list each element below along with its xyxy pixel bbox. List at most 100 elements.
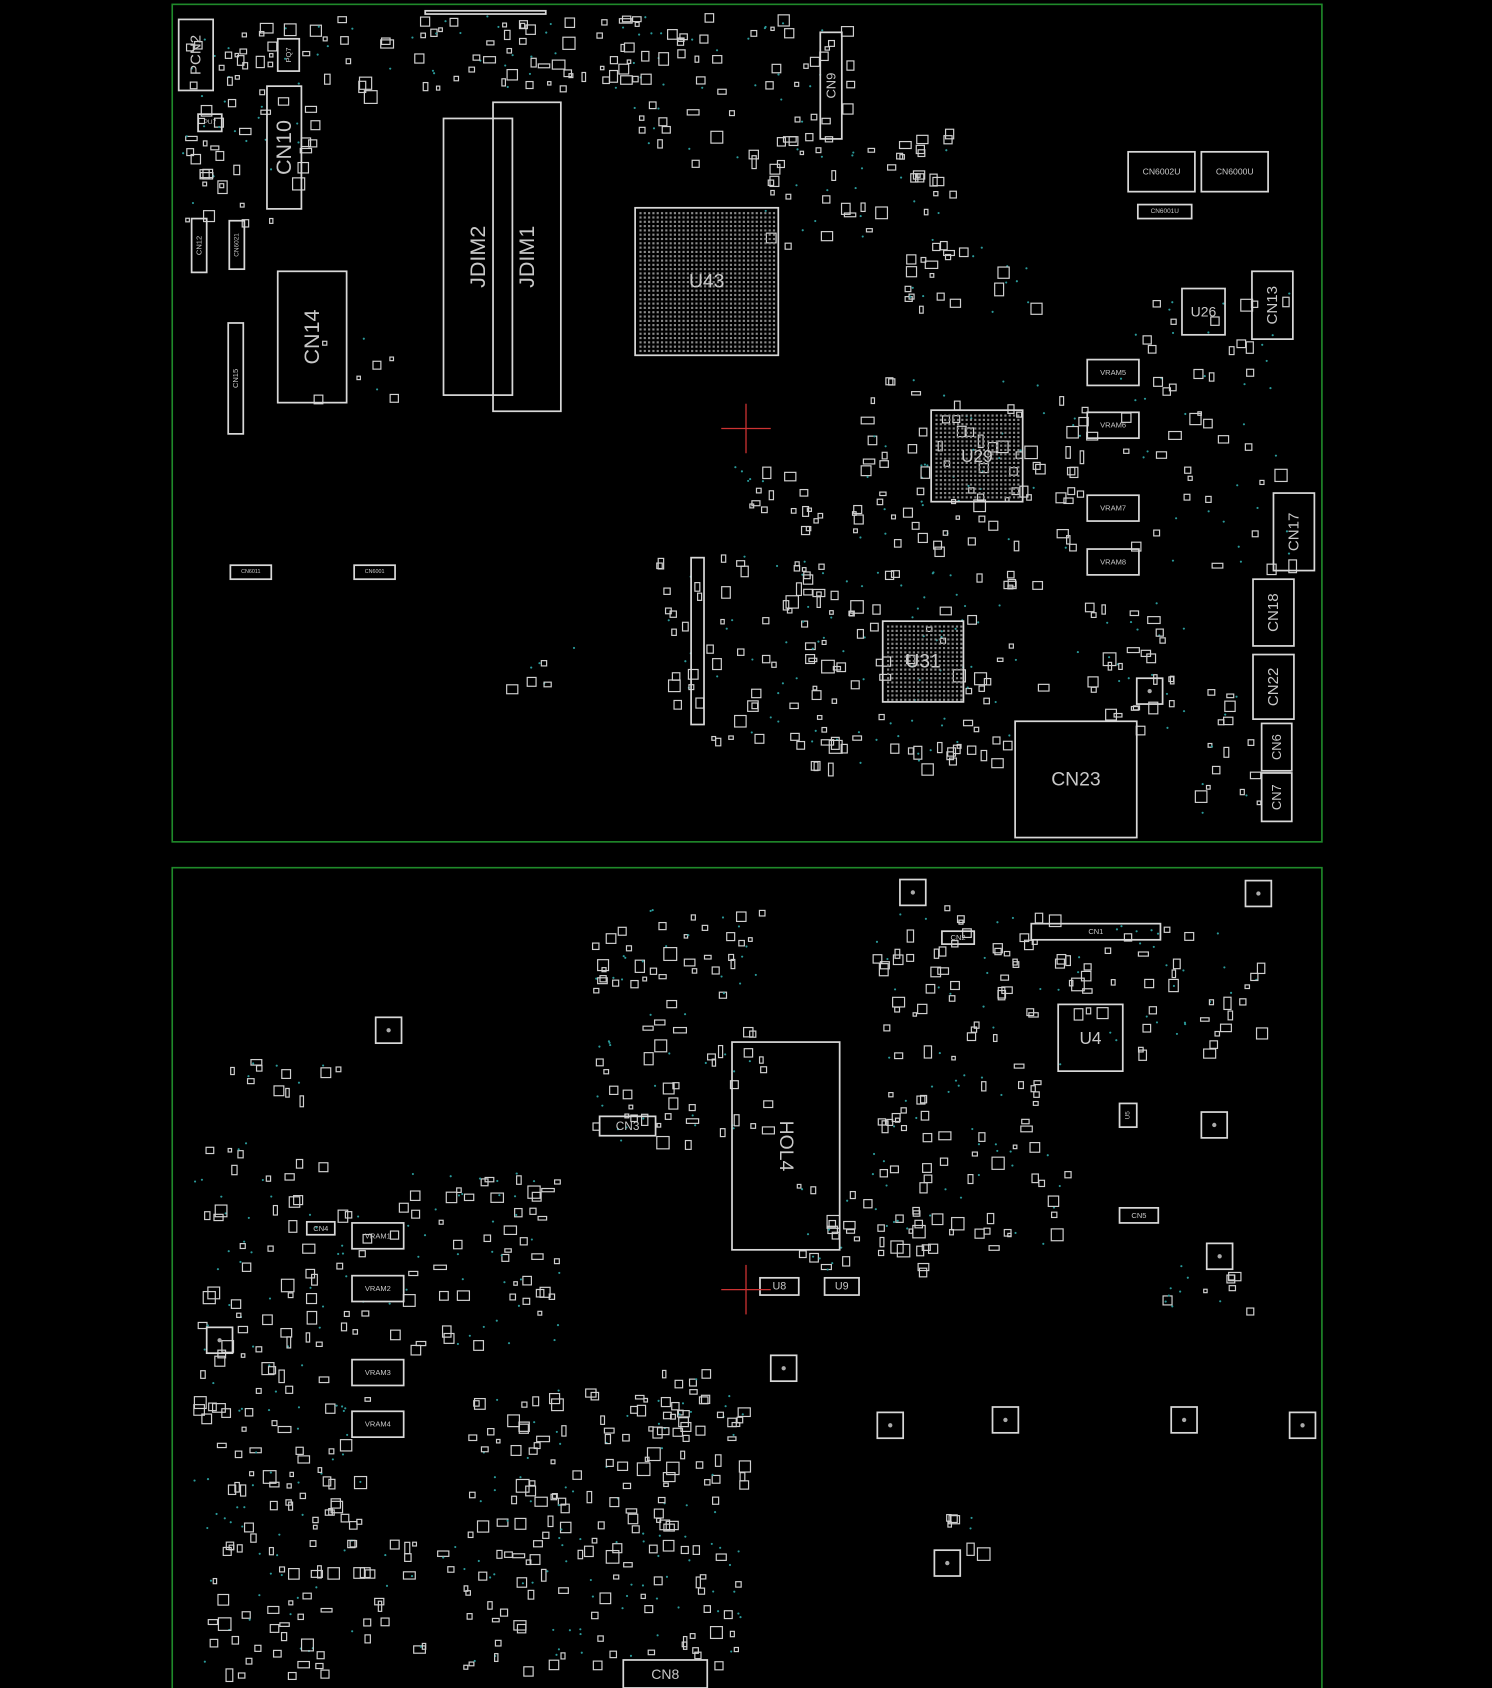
component-cn23[interactable]: CN23 [1014,720,1138,839]
component-u8[interactable]: U8 [759,1276,800,1296]
mounting-pad [1170,1406,1198,1434]
component-cn1[interactable]: CN1 [1030,922,1162,941]
mounting-pad [876,1411,905,1440]
component-hol4[interactable]: HOL4 [731,1041,841,1251]
component-label: CN4 [313,1224,328,1233]
component-jdim1[interactable]: JDIM1 [492,101,562,413]
component-cn6000u[interactable]: CN6000U [1200,150,1269,193]
component-cn15[interactable]: CN15 [227,322,245,435]
component-outline [634,206,780,357]
mounting-pad [991,1406,1020,1434]
component-outline [228,219,246,271]
component-cn9[interactable]: CN9 [819,31,843,140]
component-u9[interactable]: U9 [823,1276,860,1296]
component-cn13[interactable]: CN13 [1251,270,1294,340]
component-outline [351,1410,405,1439]
component-label: CN6011 [241,569,260,575]
component-cn6011[interactable]: CN6011 [229,564,273,581]
component-u5[interactable]: U5 [1118,1102,1138,1128]
component-label: PQ7 [284,47,293,62]
component-label: CN5 [1131,1211,1146,1220]
component-outline [276,37,301,72]
component-label: VRAM5 [1100,368,1126,377]
component-cn4[interactable]: CN4 [305,1220,336,1236]
component-outline [1181,287,1226,336]
mounting-pad [374,1016,403,1045]
component-outline [276,270,348,404]
component-outline [1251,270,1294,340]
component-outline [823,1276,860,1296]
component-cn6001u[interactable]: CN6001U [1136,203,1193,220]
mounting-pad [899,878,927,907]
component-u43[interactable]: U43 [634,206,780,357]
component-outline [1086,411,1140,440]
mounting-pad [1205,1242,1234,1271]
component-vram6[interactable]: VRAM6 [1086,411,1140,440]
component-label: U4 [1079,1028,1101,1048]
component-label: PU7 [204,119,217,126]
component-u29[interactable]: U29 [930,409,1024,503]
component-vram1[interactable]: VRAM1 [351,1222,405,1250]
component-cn14[interactable]: CN14 [276,270,348,404]
component-label: U43 [689,271,725,293]
component-outline [1086,548,1140,576]
component-outline [353,564,396,581]
component-cn3[interactable]: CN3 [598,1115,657,1137]
component-cn6[interactable]: CN6 [1260,722,1293,772]
component-outline [1200,150,1269,193]
component-vram4[interactable]: VRAM4 [351,1410,405,1439]
top-board-outline [171,3,1323,843]
component-vram3[interactable]: VRAM3 [351,1358,405,1387]
component-cn18[interactable]: CN18 [1252,578,1295,647]
component-cn10[interactable]: CN10 [266,85,303,210]
edge-connector [690,556,705,726]
component-label: HOL4 [775,1121,797,1172]
component-cn6021[interactable]: CN6021 [228,219,246,271]
component-label: U8 [772,1280,786,1292]
component-cn5[interactable]: CN5 [1118,1206,1160,1224]
bottom-board-outline [171,866,1323,1688]
component-vram5[interactable]: VRAM5 [1086,358,1140,387]
component-pcn2[interactable]: PCN2 [177,18,215,92]
component-label: CN3 [616,1119,640,1133]
mounting-pad [1200,1111,1229,1139]
mounting-pad [769,1354,798,1383]
component-u4[interactable]: U4 [1057,1003,1124,1072]
component-vram2[interactable]: VRAM2 [351,1274,405,1303]
component-vram7[interactable]: VRAM7 [1086,494,1140,522]
component-outline [197,113,223,133]
component-outline [442,117,514,396]
component-label: CN15 [231,369,240,388]
component-u26[interactable]: U26 [1181,287,1226,336]
component-cn12[interactable]: CN12 [190,217,208,274]
component-cn17[interactable]: CN17 [1272,492,1316,572]
component-label: VRAM8 [1100,557,1126,566]
component-cn6001[interactable]: CN6001 [353,564,396,581]
component-cn2[interactable]: CN2 [941,930,976,945]
component-cn7[interactable]: CN7 [1260,772,1293,823]
bga-grid [887,625,963,701]
component-vram8[interactable]: VRAM8 [1086,548,1140,576]
component-outline [1260,772,1293,823]
component-cn6002u[interactable]: CN6002U [1127,150,1196,193]
component-pu7[interactable]: PU7 [197,113,223,133]
mounting-pad [1244,879,1273,908]
component-cn22[interactable]: CN22 [1252,653,1295,720]
component-outline [177,18,215,92]
component-label: VRAM4 [365,1420,391,1429]
component-label: VRAM7 [1100,504,1126,513]
component-label: CN17 [1285,513,1302,552]
component-outline [305,1220,336,1236]
component-pq7[interactable]: PQ7 [276,37,301,72]
component-label: CN6000U [1216,167,1254,177]
component-u31[interactable]: U31 [881,620,965,703]
component-label: VRAM3 [365,1368,391,1377]
mounting-pad [933,1549,962,1577]
component-label: JDIM1 [515,226,539,288]
component-outline [1252,653,1295,720]
component-jdim2[interactable]: JDIM2 [442,117,514,396]
component-label: CN7 [1269,784,1284,810]
component-label: CN6002U [1143,167,1181,177]
